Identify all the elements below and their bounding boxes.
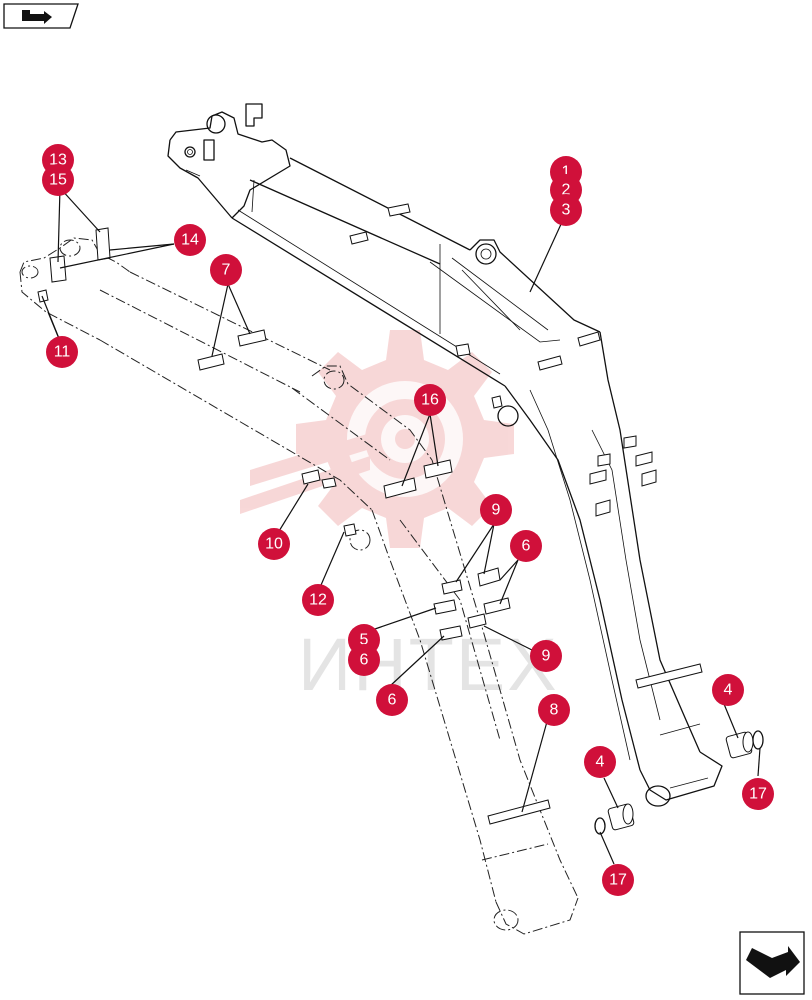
watermark: ИНТЕХ	[240, 330, 559, 706]
page-back-arrow-icon	[22, 10, 52, 24]
boom-phantom	[19, 227, 579, 935]
svg-text:3: 3	[562, 202, 571, 219]
callout-4-right[interactable]: 4	[712, 674, 744, 706]
svg-text:9: 9	[542, 648, 551, 665]
svg-text:11: 11	[54, 344, 71, 361]
callout-10[interactable]: 10	[258, 528, 290, 560]
back-nav-button[interactable]	[3, 3, 79, 29]
svg-text:6: 6	[388, 692, 397, 709]
svg-text:14: 14	[181, 232, 199, 249]
page-forward-arrow-icon	[746, 946, 800, 978]
callout-4-left[interactable]: 4	[584, 746, 616, 778]
callout-6-lower[interactable]: 6	[376, 684, 408, 716]
bushing-left	[607, 803, 635, 831]
boom-solid	[167, 103, 723, 807]
bushing-right	[725, 731, 754, 759]
svg-text:12: 12	[309, 592, 327, 609]
svg-text:8: 8	[550, 702, 559, 719]
callouts: 13 15 14 11 7 1 2 3 16 10 12 9 6 5 6 6 9…	[42, 144, 774, 896]
callout-11[interactable]: 11	[46, 336, 78, 368]
callout-17-right[interactable]: 17	[742, 778, 774, 810]
forward-nav-button[interactable]	[739, 931, 805, 995]
svg-text:6: 6	[522, 538, 531, 555]
callout-12[interactable]: 12	[302, 584, 334, 616]
svg-text:4: 4	[596, 754, 605, 771]
callout-6-upper[interactable]: 6	[510, 530, 542, 562]
svg-text:16: 16	[421, 392, 439, 409]
svg-text:10: 10	[265, 536, 283, 553]
callout-14[interactable]: 14	[174, 224, 206, 256]
callout-8[interactable]: 8	[538, 694, 570, 726]
svg-text:2: 2	[562, 182, 571, 199]
o-ring-right	[752, 730, 764, 750]
o-ring-left	[594, 817, 606, 835]
callout-9-lower[interactable]: 9	[530, 640, 562, 672]
callout-16[interactable]: 16	[414, 384, 446, 416]
callout-15[interactable]: 15	[42, 164, 74, 196]
svg-text:17: 17	[749, 786, 767, 803]
svg-text:9: 9	[492, 502, 501, 519]
svg-text:15: 15	[49, 172, 67, 189]
watermark-text: ИНТЕХ	[298, 623, 559, 706]
svg-text:13: 13	[49, 152, 67, 169]
callout-17-left[interactable]: 17	[602, 864, 634, 896]
callout-7[interactable]: 7	[210, 254, 242, 286]
svg-text:6: 6	[360, 652, 369, 669]
callout-3[interactable]: 3	[550, 194, 582, 226]
svg-text:4: 4	[724, 682, 733, 699]
callout-9-upper[interactable]: 9	[480, 494, 512, 526]
svg-text:5: 5	[360, 632, 369, 649]
callout-6-middle[interactable]: 6	[348, 644, 380, 676]
svg-text:17: 17	[609, 872, 627, 889]
svg-text:7: 7	[222, 262, 231, 279]
svg-text:1: 1	[562, 164, 571, 181]
